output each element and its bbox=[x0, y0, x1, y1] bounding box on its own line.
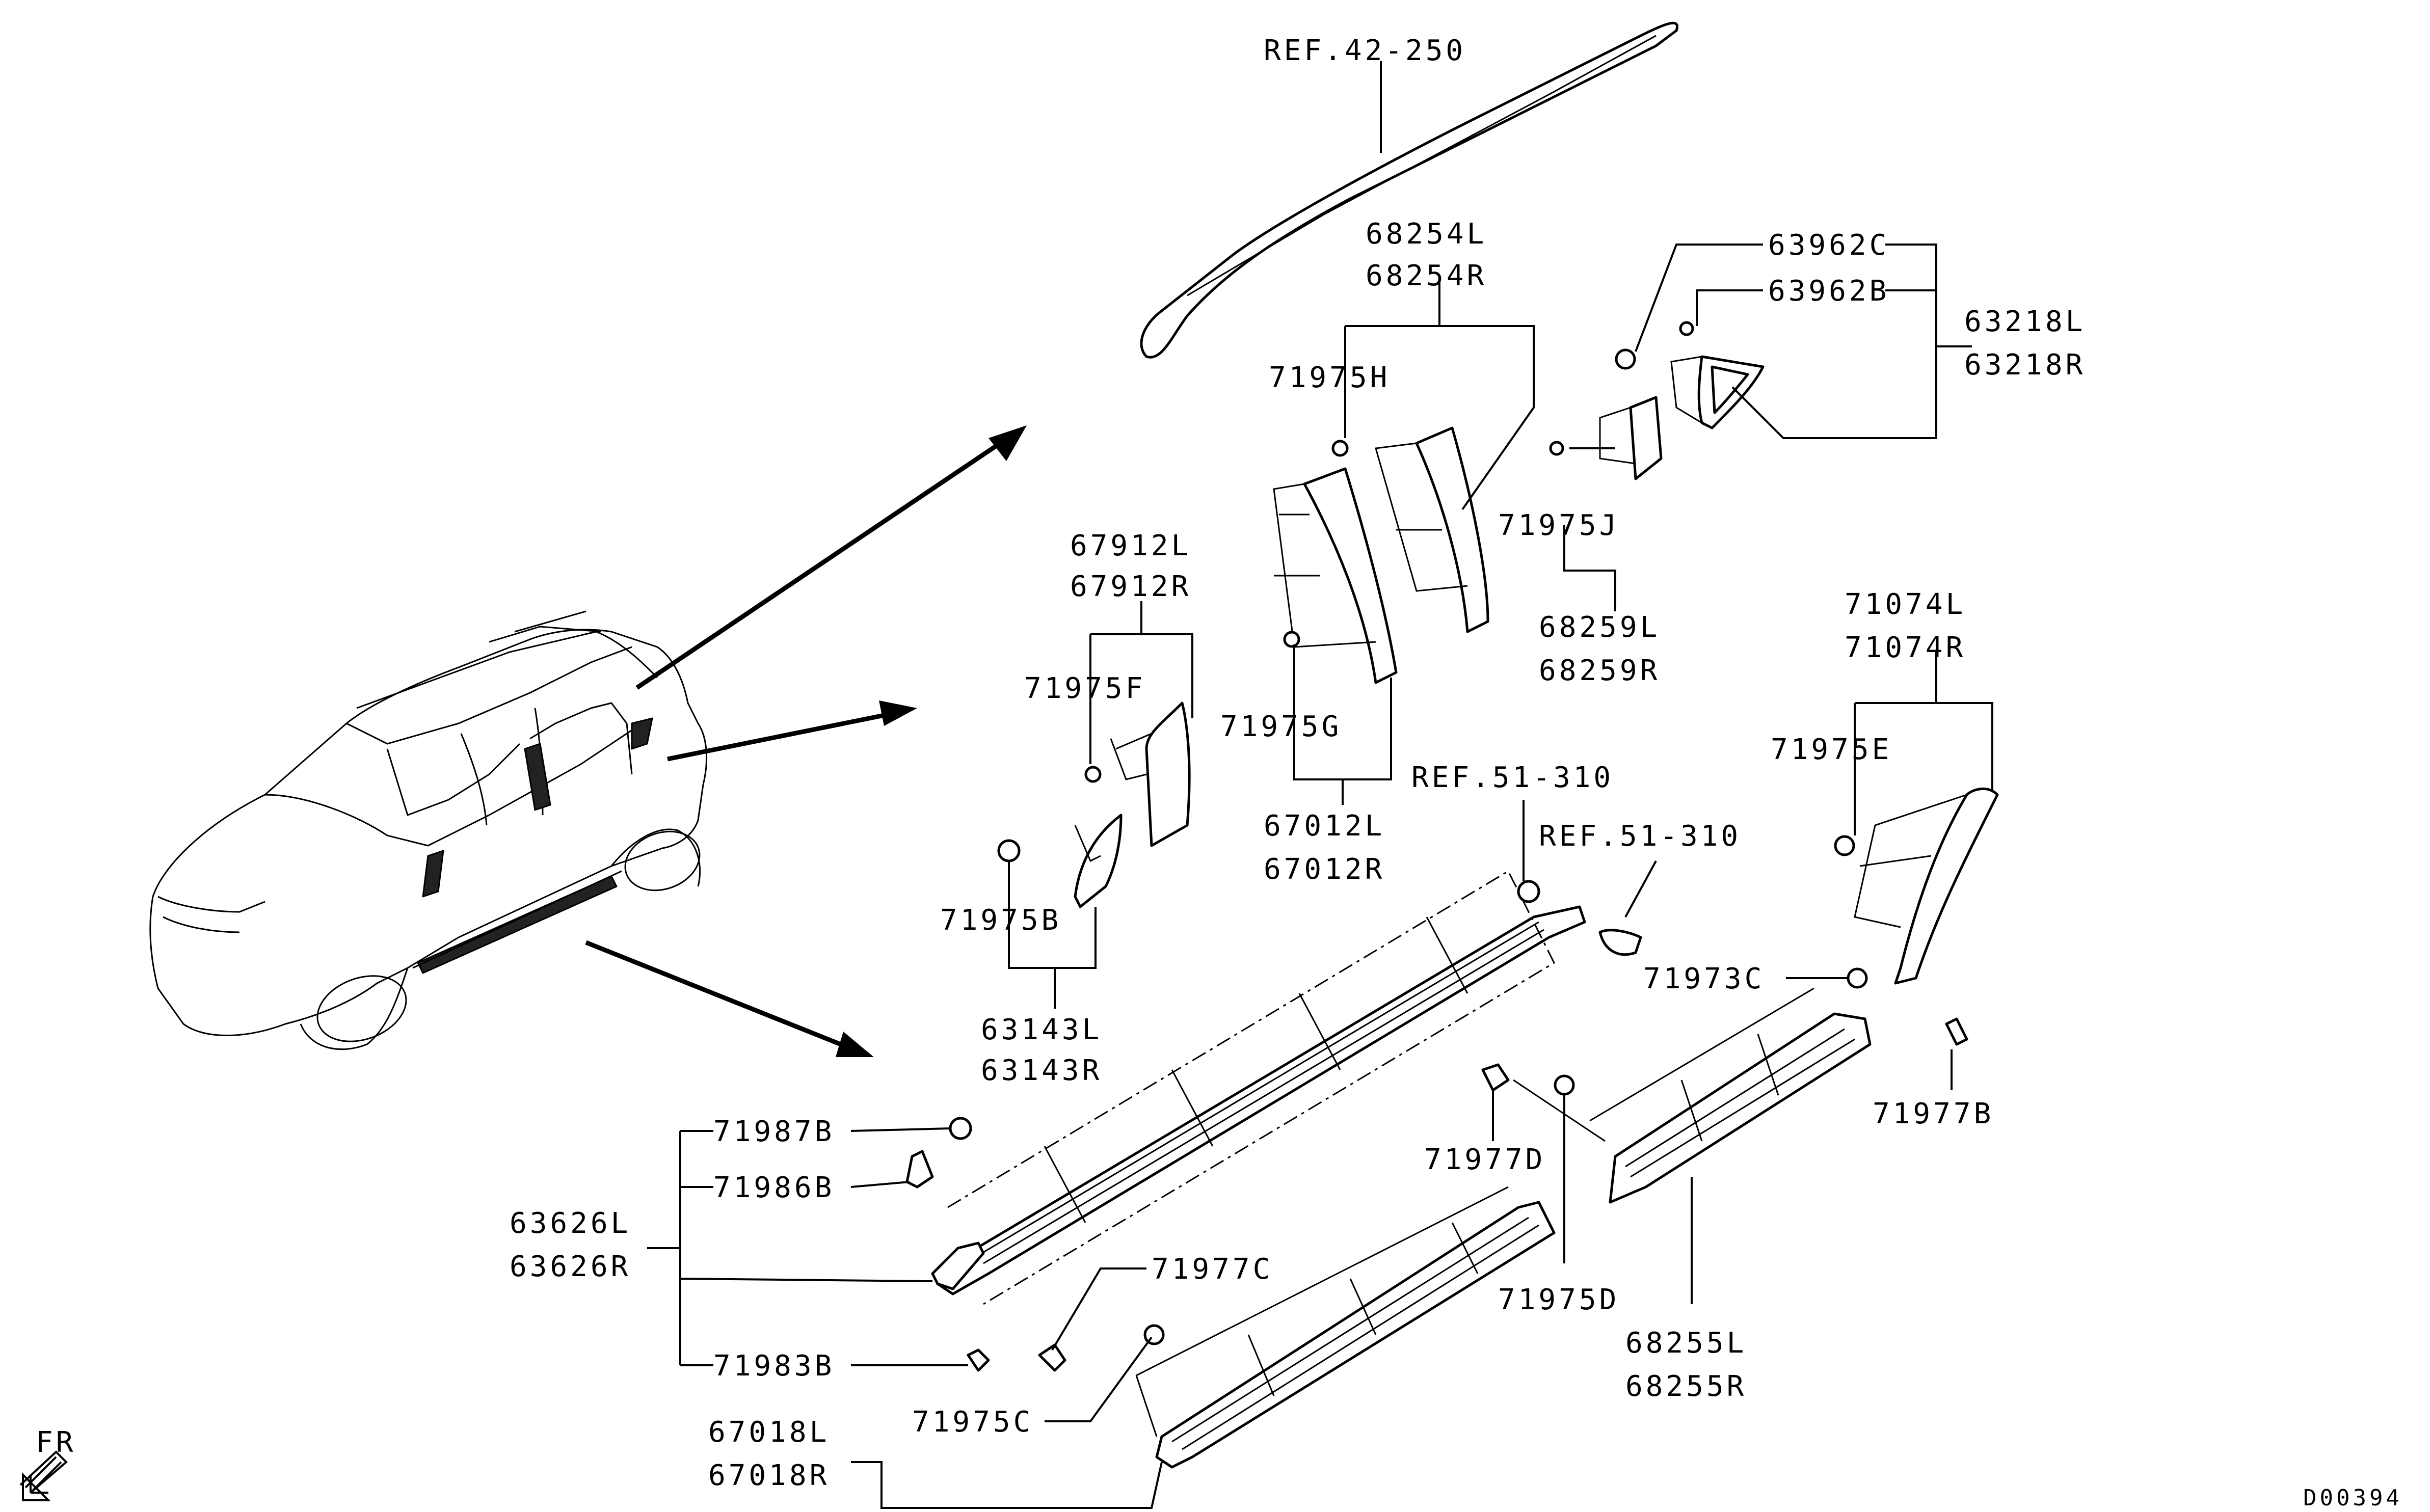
wheel-arch-moulding bbox=[1834, 787, 1999, 1046]
label-ref-42-250: REF.42-250 bbox=[1264, 34, 1466, 67]
side-sill-moulding bbox=[905, 870, 1642, 1372]
label-68254R: 68254R bbox=[1366, 259, 1487, 292]
label-ref-51-310-a: REF.51-310 bbox=[1411, 761, 1614, 794]
label-fr: FR bbox=[36, 1426, 76, 1459]
label-71983B: 71983B bbox=[713, 1349, 835, 1383]
diagram-code: D00394 bbox=[2303, 1485, 2402, 1511]
label-68255L: 68255L bbox=[1625, 1327, 1747, 1360]
leader-lines bbox=[647, 61, 1993, 1509]
label-71975F: 71975F bbox=[1024, 672, 1145, 705]
label-67912L: 67912L bbox=[1070, 529, 1191, 562]
label-68254L: 68254L bbox=[1366, 218, 1487, 251]
label-63143L: 63143L bbox=[981, 1013, 1102, 1046]
label-71977C: 71977C bbox=[1152, 1253, 1273, 1286]
part-labels: REF.42-250 68254L 68254R 71975H 63962C 6… bbox=[36, 34, 2402, 1511]
label-71975G: 71975G bbox=[1220, 710, 1342, 743]
label-71977B: 71977B bbox=[1873, 1097, 1994, 1130]
label-67012R: 67012R bbox=[1264, 853, 1385, 886]
label-63218L: 63218L bbox=[1964, 305, 2086, 338]
label-ref-51-310-b: REF.51-310 bbox=[1539, 820, 1741, 853]
label-71975B: 71975B bbox=[940, 904, 1061, 937]
label-63143R: 63143R bbox=[981, 1054, 1102, 1087]
label-71987B: 71987B bbox=[713, 1115, 835, 1148]
label-71975D: 71975D bbox=[1498, 1283, 1619, 1316]
roof-rail bbox=[1140, 21, 1678, 359]
label-63218R: 63218R bbox=[1964, 348, 2086, 382]
label-71973C: 71973C bbox=[1643, 962, 1765, 995]
label-68255R: 68255R bbox=[1625, 1370, 1747, 1403]
label-63626L: 63626L bbox=[510, 1207, 631, 1240]
label-68259L: 68259L bbox=[1539, 611, 1660, 644]
label-71986B: 71986B bbox=[713, 1171, 835, 1204]
front-garnish-parts bbox=[997, 701, 1191, 908]
label-63626R: 63626R bbox=[510, 1250, 631, 1283]
pointer-arrows bbox=[585, 425, 1027, 1057]
front-direction-icon bbox=[19, 1450, 68, 1501]
label-68259R: 68259R bbox=[1539, 654, 1660, 687]
pillar-garnish-parts bbox=[1273, 426, 1489, 684]
label-71975E: 71975E bbox=[1771, 733, 1892, 766]
label-71975H: 71975H bbox=[1269, 361, 1390, 394]
label-67912R: 67912R bbox=[1070, 570, 1191, 603]
quarter-garnish-parts bbox=[1549, 321, 1765, 480]
label-63962C: 63962C bbox=[1768, 229, 1889, 262]
lower-front-sill bbox=[1038, 1186, 1556, 1469]
label-71074R: 71074R bbox=[1845, 631, 1966, 664]
label-63962B: 63962B bbox=[1768, 275, 1889, 308]
label-71975C: 71975C bbox=[912, 1406, 1033, 1439]
label-71975J: 71975J bbox=[1498, 509, 1619, 542]
label-71074L: 71074L bbox=[1845, 588, 1966, 621]
vehicle-outline bbox=[149, 610, 708, 1050]
label-67018R: 67018R bbox=[708, 1459, 830, 1492]
label-71977D: 71977D bbox=[1424, 1143, 1545, 1176]
label-67012L: 67012L bbox=[1264, 809, 1385, 843]
rear-lower-sill bbox=[1481, 987, 1872, 1204]
label-67018L: 67018L bbox=[708, 1416, 830, 1449]
